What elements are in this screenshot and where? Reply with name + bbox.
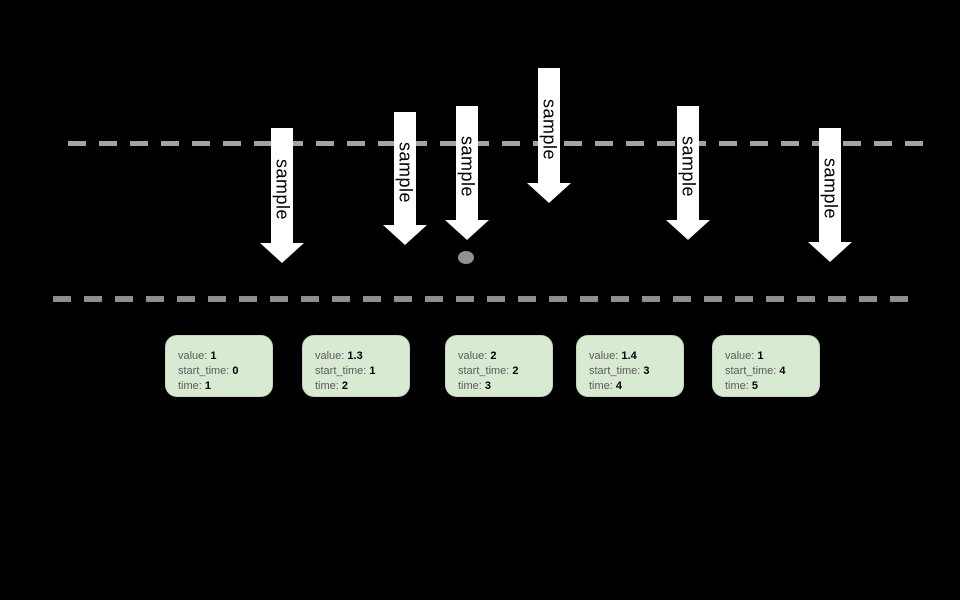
- value-field: value: 1.3: [315, 349, 399, 364]
- value-field: value: 2: [458, 349, 542, 364]
- sample-arrow: sample: [666, 106, 710, 240]
- start-time-field-value: 3: [643, 365, 650, 377]
- sample-card: value: 1 start_time: 0 time: 1: [165, 335, 273, 397]
- arrow-shaft: [819, 128, 841, 242]
- value-field-label: value:: [315, 350, 348, 362]
- sample-card: value: 1.4 start_time: 3 time: 4: [576, 335, 684, 397]
- arrow-shaft: [677, 106, 699, 220]
- time-field-value: 5: [751, 380, 759, 392]
- sample-arrow: sample: [445, 106, 489, 240]
- value-field-label: value:: [589, 350, 622, 362]
- value-field-value: 1.4: [621, 350, 637, 362]
- value-field-label: value:: [725, 350, 758, 362]
- arrow-head-icon: [383, 225, 427, 245]
- time-field-value: 1: [204, 380, 212, 392]
- start-time-field-value: 0: [232, 365, 239, 377]
- value-field-value: 1: [210, 350, 217, 362]
- start-time-field-label: start_time:: [178, 365, 233, 377]
- start-time-field-value: 1: [369, 365, 376, 377]
- start-time-field-value: 4: [779, 365, 786, 377]
- start-time-field-label: start_time:: [589, 365, 644, 377]
- time-field: time: 5: [725, 379, 809, 394]
- start-time-field: start_time: 0: [178, 364, 262, 379]
- start-time-field-label: start_time:: [458, 365, 513, 377]
- start-time-field: start_time: 4: [725, 364, 809, 379]
- time-field: time: 1: [178, 379, 262, 394]
- time-field-value: 4: [615, 380, 623, 392]
- start-time-field-value: 2: [512, 365, 519, 377]
- sample-arrow: sample: [260, 128, 304, 263]
- value-field-value: 1: [757, 350, 764, 362]
- value-field-value: 2: [490, 350, 497, 362]
- arrow-head-icon: [445, 220, 489, 240]
- sample-point-dot: [458, 251, 474, 264]
- value-field: value: 1: [725, 349, 809, 364]
- start-time-field: start_time: 2: [458, 364, 542, 379]
- sample-arrow: sample: [383, 112, 427, 245]
- start-time-field: start_time: 1: [315, 364, 399, 379]
- arrow-shaft: [394, 112, 416, 225]
- sample-arrow: sample: [808, 128, 852, 262]
- time-field-value: 3: [484, 380, 492, 392]
- start-time-field-label: start_time:: [315, 365, 370, 377]
- sample-card: value: 1 start_time: 4 time: 5: [712, 335, 820, 397]
- sample-card: value: 2 start_time: 2 time: 3: [445, 335, 553, 397]
- arrow-head-icon: [527, 183, 571, 203]
- arrow-head-icon: [260, 243, 304, 263]
- dashed-line-bottom: [53, 296, 910, 302]
- time-field-label: time:: [178, 380, 205, 392]
- time-field: time: 4: [589, 379, 673, 394]
- arrow-head-icon: [666, 220, 710, 240]
- value-field-label: value:: [178, 350, 211, 362]
- value-field: value: 1.4: [589, 349, 673, 364]
- time-field: time: 3: [458, 379, 542, 394]
- value-field-value: 1.3: [347, 350, 363, 362]
- dashed-line-top: [68, 141, 925, 146]
- time-field-label: time:: [315, 380, 342, 392]
- arrow-shaft: [538, 68, 560, 183]
- time-field-value: 2: [341, 380, 349, 392]
- start-time-field: start_time: 3: [589, 364, 673, 379]
- sample-card: value: 1.3 start_time: 1 time: 2: [302, 335, 410, 397]
- start-time-field-label: start_time:: [725, 365, 780, 377]
- value-field-label: value:: [458, 350, 491, 362]
- value-field: value: 1: [178, 349, 262, 364]
- time-field-label: time:: [458, 380, 485, 392]
- time-field-label: time:: [589, 380, 616, 392]
- arrow-shaft: [271, 128, 293, 243]
- sample-arrow: sample: [527, 68, 571, 203]
- arrow-head-icon: [808, 242, 852, 262]
- arrow-shaft: [456, 106, 478, 220]
- time-field: time: 2: [315, 379, 399, 394]
- time-field-label: time:: [725, 380, 752, 392]
